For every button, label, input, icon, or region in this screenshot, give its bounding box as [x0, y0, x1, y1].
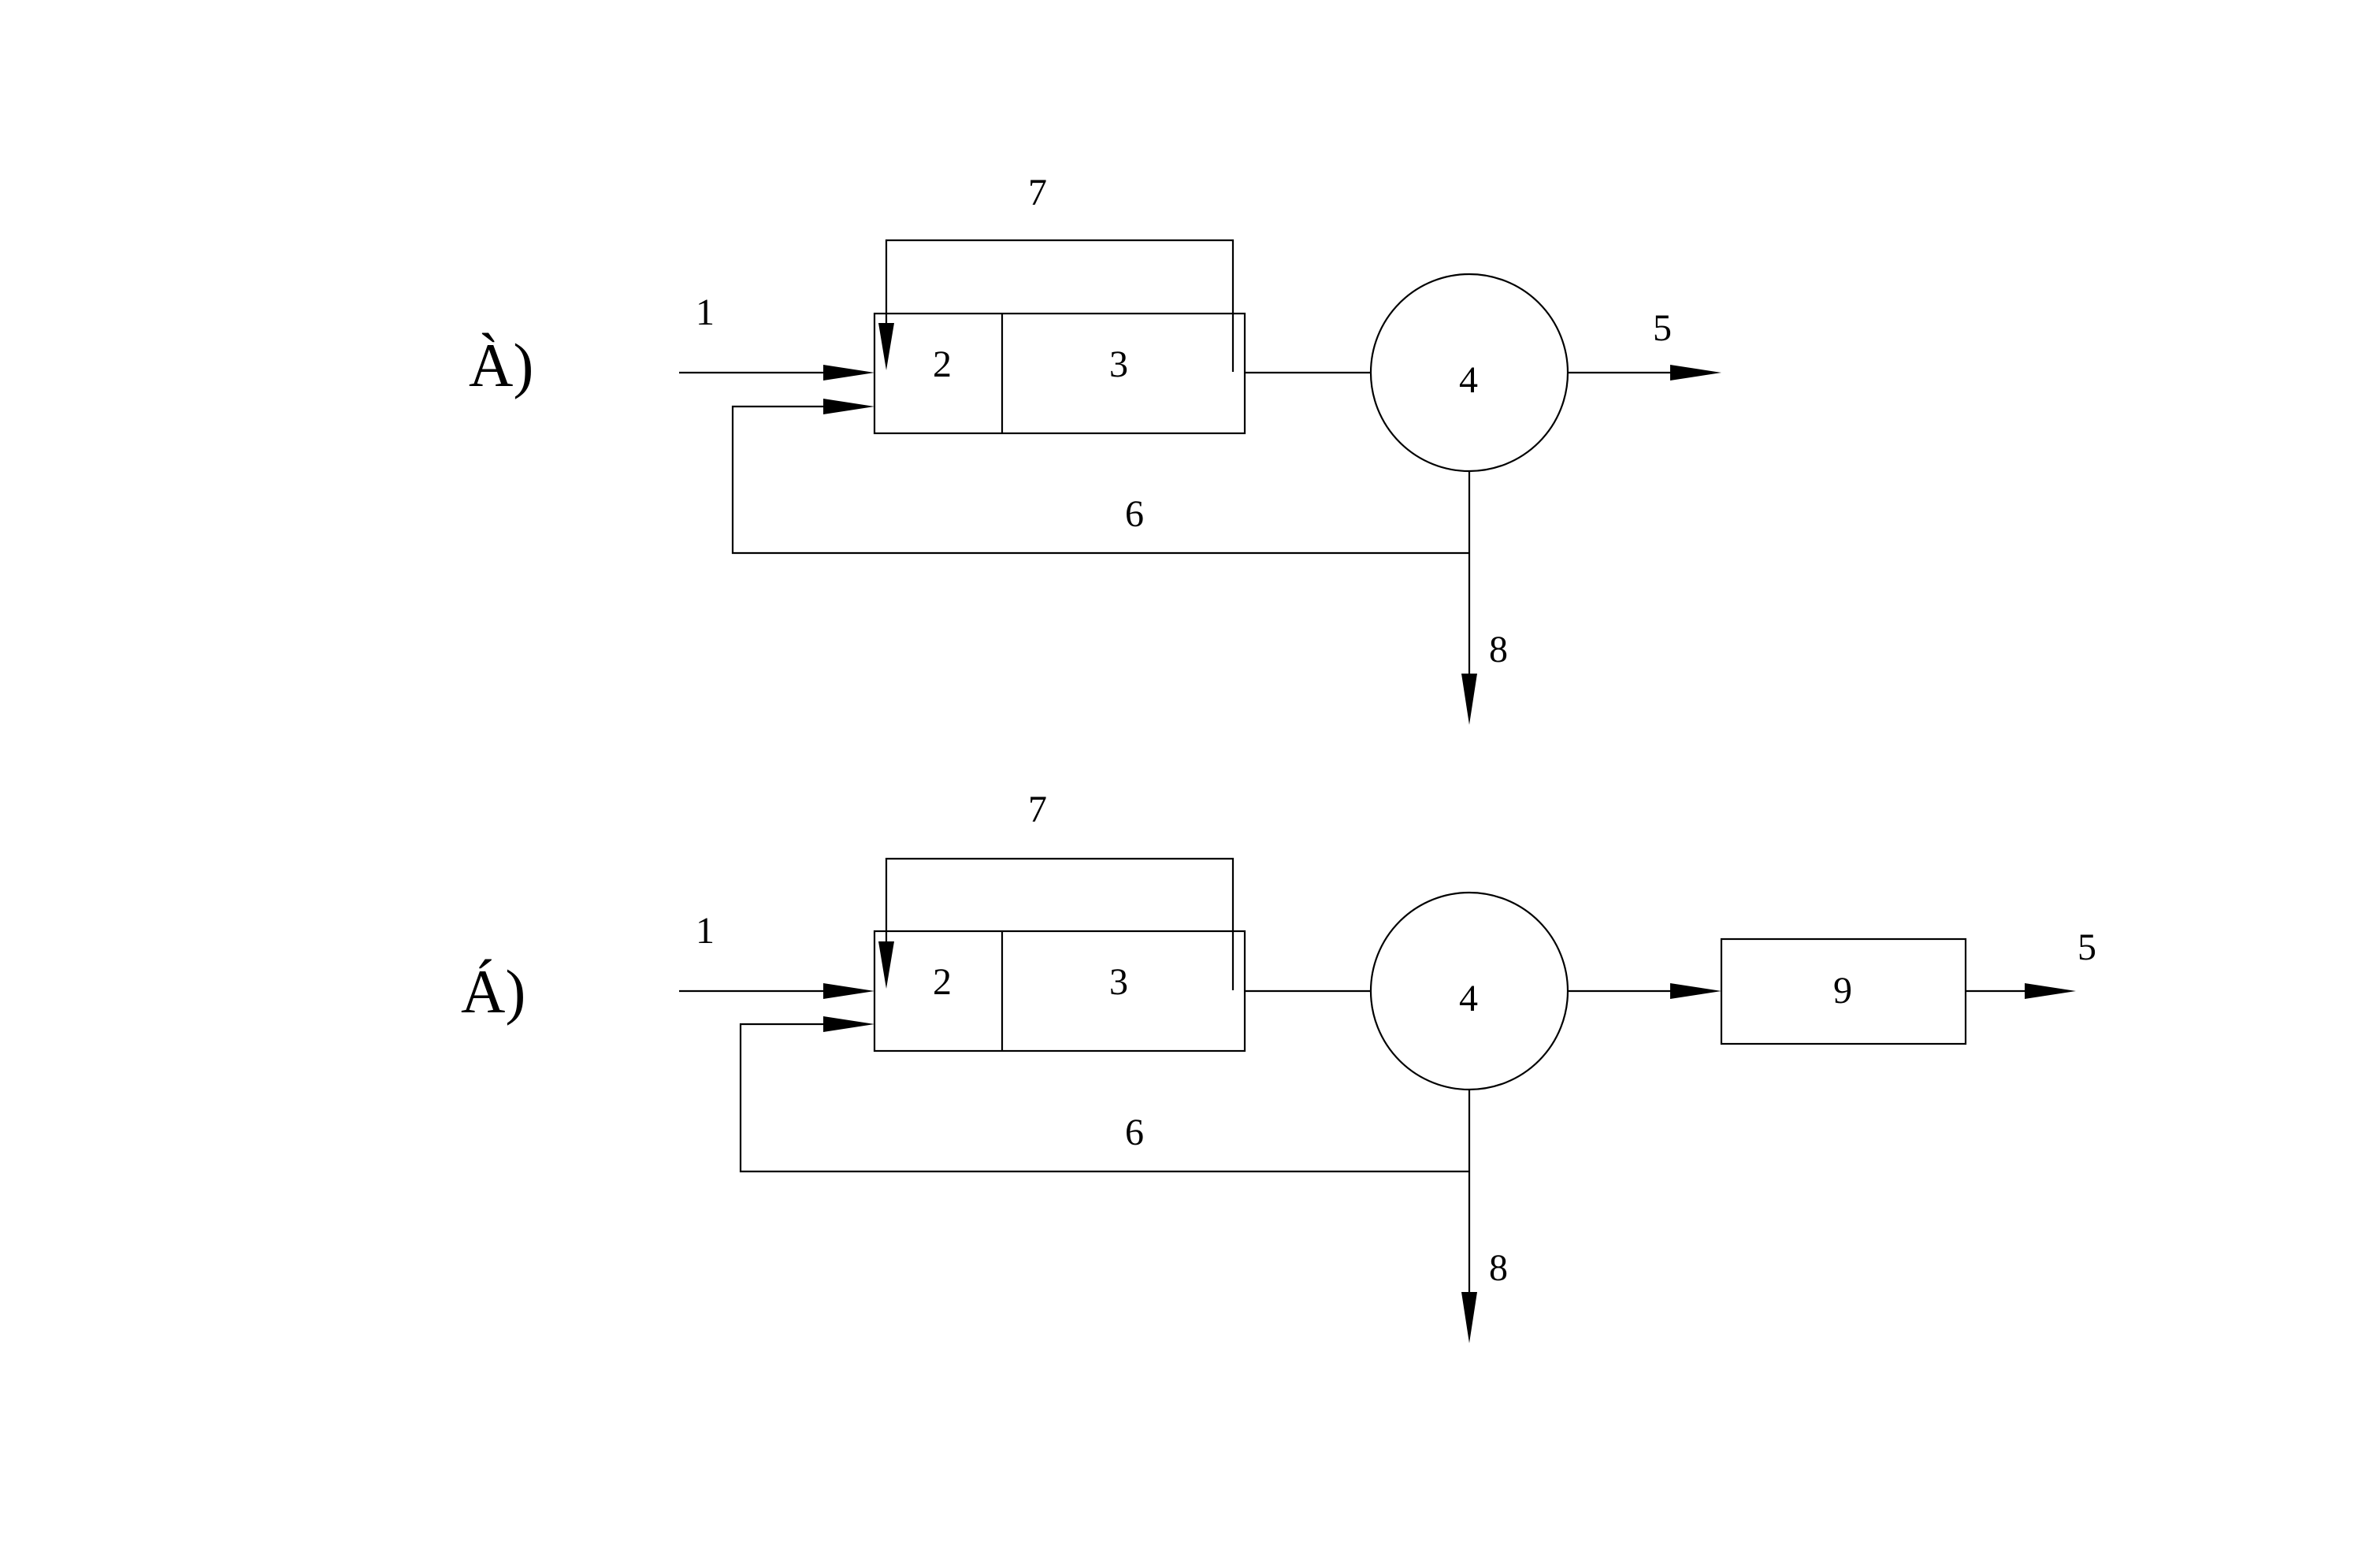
panel-b-unit-4-label: 4 — [1459, 978, 1478, 1019]
panel-b-unit-3-label: 3 — [1109, 961, 1128, 1003]
panel-b-stream-1-label: 1 — [696, 910, 715, 952]
panel-a-stream-1-label: 1 — [696, 291, 715, 333]
panel-a-reactor-block — [873, 312, 1246, 435]
panel-a-stream-6-line — [731, 405, 1469, 555]
panel-a-unit-2-label: 2 — [933, 343, 952, 385]
panel-a-stream-1-arrowhead — [823, 365, 874, 381]
panel-a-stream-5-label: 5 — [1653, 307, 1672, 349]
panel-b-stream-5-label: 5 — [2077, 926, 2096, 968]
panel-a-stream-8-arrowhead — [1461, 674, 1477, 725]
panel-a-stream-6-label: 6 — [1125, 493, 1144, 535]
panel-a-stream-7-line — [885, 239, 1235, 372]
panel-a: À) 1 6 2 3 7 4 5 8 — [469, 172, 1721, 725]
panel-a-unit-4-label: 4 — [1459, 359, 1478, 401]
panel-b-stream-5-arrowhead — [2025, 983, 2076, 999]
panel-b-stream-6-line — [739, 1023, 1469, 1173]
panel-b-stream-7-line — [885, 857, 1235, 990]
panel-b-label: Á) — [461, 957, 525, 1026]
panel-b-stream-8-arrowhead — [1461, 1292, 1477, 1343]
panel-b-stream-1-arrowhead — [823, 983, 874, 999]
panel-b-unit-2-label: 2 — [933, 961, 952, 1003]
panel-a-label: À) — [469, 331, 533, 399]
panel-a-stream-6-arrowhead — [823, 399, 874, 414]
panel-a-unit-3-label: 3 — [1109, 343, 1128, 385]
panel-a-stream-7-label: 7 — [1028, 172, 1047, 213]
panel-b-stream-8-label: 8 — [1489, 1247, 1508, 1289]
panel-a-stream-5-arrowhead — [1670, 365, 1721, 381]
panel-b-stream-7-arrowhead — [878, 941, 894, 989]
panel-b: Á) 1 6 2 3 7 4 9 5 — [461, 789, 2096, 1343]
panel-b-flow-to-unit-9-arrowhead — [1670, 983, 1721, 999]
panel-b-stream-6-arrowhead — [823, 1016, 874, 1032]
panel-b-unit-9-label: 9 — [1833, 970, 1852, 1012]
panel-b-reactor-block — [873, 930, 1246, 1053]
panel-a-stream-8-label: 8 — [1489, 629, 1508, 670]
panel-b-stream-7-label: 7 — [1028, 789, 1047, 830]
panel-a-stream-7-arrowhead — [878, 323, 894, 370]
panel-b-stream-6-label: 6 — [1125, 1112, 1144, 1153]
